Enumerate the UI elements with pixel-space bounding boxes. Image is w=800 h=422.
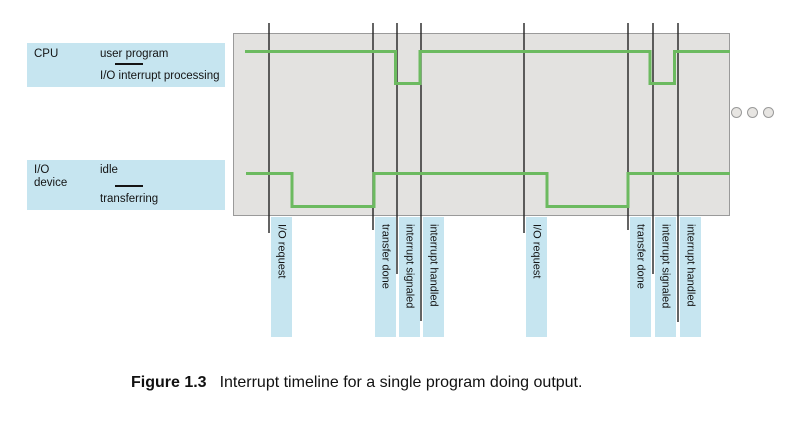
cpu-state-user-program: user program xyxy=(100,48,169,60)
event-label: I/O request xyxy=(530,224,543,279)
io-device-legend-box: I/O device idle transferring xyxy=(27,160,225,210)
event-label: transfer done xyxy=(379,224,392,289)
event-label: interrupt signaled xyxy=(403,224,416,309)
cpu-legend-divider xyxy=(115,63,143,65)
timeline-box xyxy=(233,33,730,216)
io-state-idle: idle xyxy=(100,164,118,176)
io-device-label-line2: device xyxy=(34,177,68,189)
event-label-strip: I/O request xyxy=(525,217,547,337)
event-label-strip: interrupt signaled xyxy=(654,217,676,337)
event-label: interrupt handled xyxy=(427,224,440,307)
figure-caption-number: Figure 1.3 xyxy=(131,374,207,391)
event-label: I/O request xyxy=(275,224,288,279)
cpu-legend-box: CPU user program I/O interrupt processin… xyxy=(27,43,225,87)
ellipsis-dot xyxy=(763,107,774,118)
io-device-label-line1: I/O xyxy=(34,164,50,176)
ellipsis-dot xyxy=(747,107,758,118)
cpu-label: CPU xyxy=(34,48,59,60)
cpu-state-interrupt-processing: I/O interrupt processing xyxy=(100,70,220,82)
io-legend-divider xyxy=(115,185,143,187)
continuation-ellipsis xyxy=(731,107,774,118)
event-label: transfer done xyxy=(634,224,647,289)
event-label-strip: I/O request xyxy=(270,217,292,337)
figure-caption: Figure 1.3 Interrupt timeline for a singl… xyxy=(131,374,582,392)
event-label: interrupt handled xyxy=(684,224,697,307)
event-label-strip: interrupt signaled xyxy=(398,217,420,337)
figure-caption-text: Interrupt timeline for a single program … xyxy=(219,374,583,391)
event-label-strip: transfer done xyxy=(629,217,651,337)
event-label-strip: transfer done xyxy=(374,217,396,337)
event-label-strip: interrupt handled xyxy=(422,217,444,337)
ellipsis-dot xyxy=(731,107,742,118)
event-label-strip: interrupt handled xyxy=(679,217,701,337)
io-state-transferring: transferring xyxy=(100,193,159,205)
event-label: interrupt signaled xyxy=(659,224,672,309)
